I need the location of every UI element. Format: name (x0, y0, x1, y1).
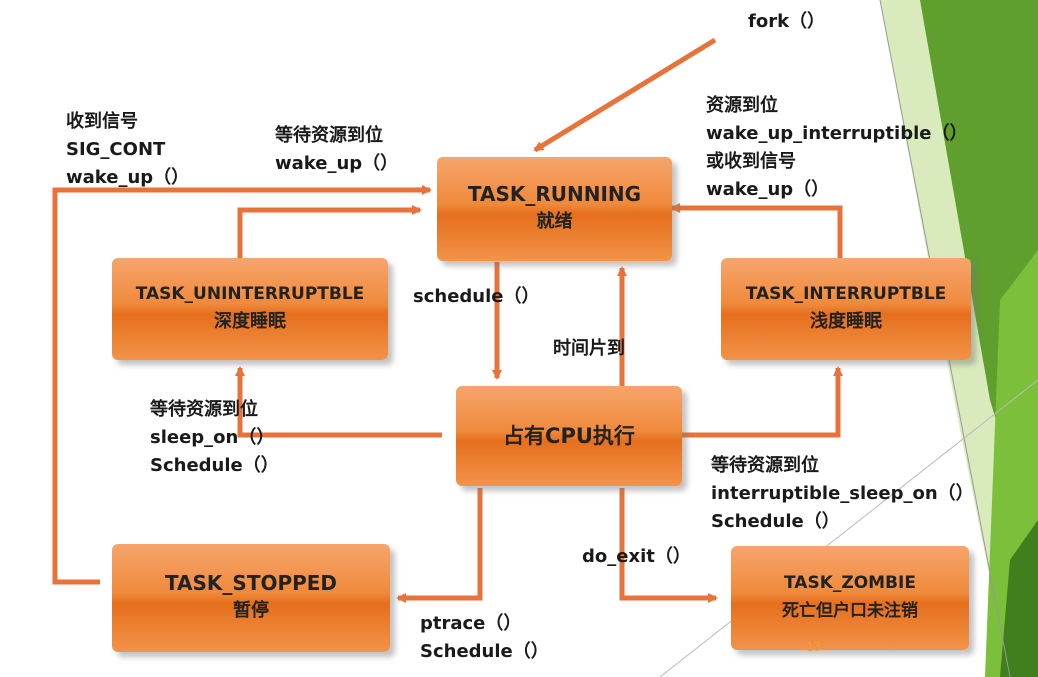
label-do-exit: do_exit（） (582, 546, 691, 567)
label-line: Schedule（） (150, 455, 279, 476)
state-cpu-executing: 占有CPU执行 (456, 386, 682, 486)
label-line: 资源到位 (706, 95, 778, 116)
label-signal: 收到信号 SIG_CONT wake_up（） (66, 108, 189, 192)
label-line: 或收到信号 (706, 151, 796, 172)
label-schedule: schedule（） (413, 286, 540, 307)
label-line: 等待资源到位 (711, 455, 819, 476)
arrow-cpu-to-interruptible (680, 366, 843, 438)
label-wait-wakeup: 等待资源到位 wake_up（） (275, 122, 398, 178)
label-line: 等待资源到位 (275, 125, 383, 146)
state-subtitle: 浅度睡眠 (810, 311, 882, 332)
label-line: interruptible_sleep_on（） (711, 483, 974, 504)
state-task-uninterruptible: TASK_UNINTERRUPTBLE 深度睡眠 (112, 258, 388, 360)
label-line: wake_up（） (706, 179, 830, 200)
state-task-running: TASK_RUNNING 就绪 (437, 157, 672, 261)
page-number: 13 (806, 640, 822, 654)
label-line: 等待资源到位 (150, 399, 258, 420)
state-title: 占有CPU执行 (503, 424, 635, 448)
state-title: TASK_INTERRUPTBLE (745, 284, 947, 304)
state-subtitle: 深度睡眠 (214, 311, 286, 332)
label-timeslice: 时间片到 (553, 338, 625, 359)
label-line: ptrace（） (420, 613, 522, 634)
state-subtitle: 就绪 (536, 211, 573, 232)
label-line: wake_up_interruptible（） (706, 123, 968, 144)
label-fork: fork（） (748, 11, 826, 32)
arrow-cpu-to-stopped (396, 488, 483, 603)
arrow-cpu-to-uninterruptible (235, 366, 442, 438)
state-title: TASK_STOPPED (164, 571, 338, 595)
label-line: sleep_on（） (150, 427, 275, 448)
label-line: wake_up（） (275, 153, 399, 174)
arrow-interruptible-to-running (670, 203, 843, 258)
state-title: TASK_RUNNING (467, 182, 642, 206)
state-title: TASK_UNINTERRUPTBLE (135, 284, 365, 304)
label-line: wake_up（） (66, 167, 190, 188)
label-interruptible-sleep-on: 等待资源到位 interruptible_sleep_on（） Schedule… (711, 452, 974, 536)
arrow-stopped-to-running (52, 185, 432, 585)
label-line: Schedule（） (420, 641, 549, 662)
label-sleep-on: 等待资源到位 sleep_on（） Schedule（） (150, 396, 279, 480)
arrow-cpu-to-zombie (619, 488, 718, 603)
state-subtitle: 暂停 (233, 600, 269, 621)
arrow-fork-to-running (533, 37, 717, 153)
label-line: Schedule（） (711, 511, 840, 532)
label-ptrace: ptrace（） Schedule（） (420, 610, 549, 666)
state-title: TASK_ZOMBIE (784, 573, 916, 593)
label-line: 收到信号 (66, 111, 138, 132)
label-line: SIG_CONT (66, 139, 166, 160)
label-interruptible-wakeup: 资源到位 wake_up_interruptible（） 或收到信号 wake_… (706, 92, 967, 204)
state-subtitle: 死亡但户口未注销 (782, 601, 918, 621)
arrow-uninterruptible-to-running (237, 205, 422, 260)
state-task-zombie: TASK_ZOMBIE 死亡但户口未注销 (731, 546, 969, 650)
state-task-interruptible: TASK_INTERRUPTBLE 浅度睡眠 (721, 258, 971, 360)
state-task-stopped: TASK_STOPPED 暂停 (112, 544, 390, 652)
